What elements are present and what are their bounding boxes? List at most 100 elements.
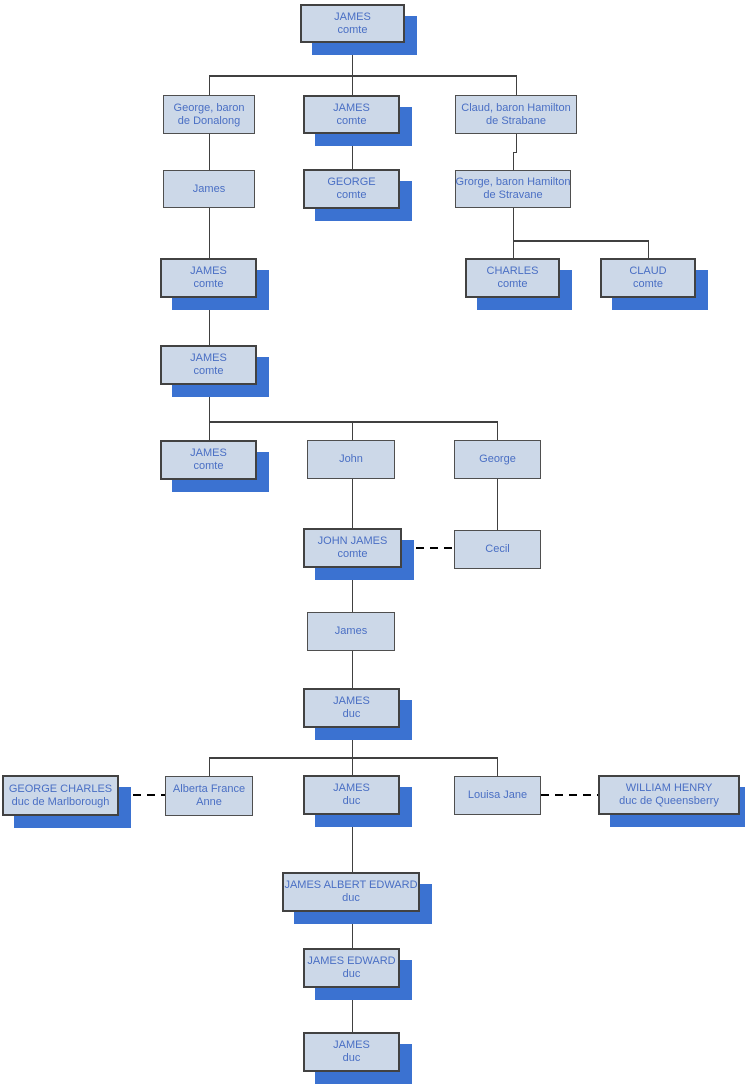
connector-line — [513, 240, 648, 242]
tree-node-james-duc-2[interactable]: JAMES duc — [303, 775, 412, 827]
node-box: JAMES EDWARD duc — [303, 948, 400, 988]
tree-node-john-james-comte[interactable]: JOHN JAMES comte — [303, 528, 414, 580]
connector-line — [351, 43, 353, 75]
node-box: JAMES duc — [303, 1032, 400, 1072]
connector-line — [512, 208, 514, 258]
node-name: JAMES ALBERT EDWARD — [284, 879, 418, 891]
connector-line — [351, 757, 353, 775]
node-box: JAMES comte — [303, 95, 400, 134]
node-name: GEORGE — [327, 176, 376, 188]
node-name: George — [479, 453, 516, 465]
tree-node-james-2[interactable]: James — [307, 612, 395, 651]
node-name: CHARLES — [486, 265, 539, 277]
connector-line — [208, 421, 210, 440]
connector-line — [208, 298, 210, 345]
tree-node-william-henry-queensberry[interactable]: WILLIAM HENRY duc de Queensberry — [598, 775, 745, 827]
connector-line — [513, 151, 517, 153]
node-title: de Stravane — [483, 189, 543, 201]
node-name: JAMES — [190, 447, 227, 459]
node-box: John — [307, 440, 395, 479]
connector-line — [496, 479, 498, 530]
connector-line — [512, 152, 514, 170]
tree-node-grorge-baron-stravane[interactable]: Grorge, baron Hamilton de Stravane — [455, 170, 571, 208]
node-box: Cecil — [454, 530, 541, 569]
node-box: Grorge, baron Hamilton de Stravane — [455, 170, 571, 208]
node-box: Alberta France Anne — [165, 776, 253, 816]
tree-node-louisa-jane[interactable]: Louisa Jane — [454, 776, 541, 815]
node-title: comte — [193, 365, 224, 377]
connector-line — [351, 75, 353, 95]
tree-node-james-comte-1[interactable]: JAMES comte — [300, 4, 417, 55]
tree-node-john[interactable]: John — [307, 440, 395, 479]
connector-line — [208, 208, 210, 258]
node-title: de Donalong — [177, 114, 241, 127]
node-box: James — [307, 612, 395, 651]
node-name: JAMES — [333, 695, 370, 707]
node-title: comte — [497, 278, 528, 290]
connector-line — [209, 757, 497, 759]
connector-line — [496, 757, 498, 776]
node-name: GEORGE CHARLES — [8, 782, 113, 795]
tree-node-james-edward-duc[interactable]: JAMES EDWARD duc — [303, 948, 412, 1000]
node-name: JAMES — [333, 1039, 370, 1051]
node-title: duc — [342, 968, 361, 980]
tree-node-george-baron-donalong[interactable]: George, baron de Donalong — [163, 95, 255, 134]
node-name: Louisa Jane — [467, 789, 528, 801]
node-box: CHARLES comte — [465, 258, 560, 298]
node-box: JAMES ALBERT EDWARD duc — [282, 872, 420, 912]
tree-node-james-comte-2[interactable]: JAMES comte — [303, 95, 412, 146]
connector-line — [351, 728, 353, 757]
node-name: CLAUD — [629, 265, 667, 277]
node-box: JAMES duc — [303, 688, 400, 728]
tree-node-claud-comte[interactable]: CLAUD comte — [600, 258, 708, 310]
tree-node-claud-baron-strabane[interactable]: Claud, baron Hamilton de Strabane — [455, 95, 577, 134]
tree-node-james-1[interactable]: James — [163, 170, 255, 208]
node-name: JAMES — [190, 265, 227, 277]
tree-node-james-comte-4[interactable]: JAMES comte — [160, 345, 269, 397]
connector-line — [351, 988, 353, 1032]
connector-line — [496, 421, 498, 440]
tree-node-george-comte[interactable]: GEORGE comte — [303, 169, 412, 221]
node-title: de Strabane — [486, 114, 546, 127]
tree-node-james-duc-1[interactable]: JAMES duc — [303, 688, 412, 740]
node-title: duc — [342, 892, 360, 904]
node-title: comte — [193, 278, 224, 290]
tree-node-james-comte-3[interactable]: JAMES comte — [160, 258, 269, 310]
node-box: GEORGE comte — [303, 169, 400, 209]
tree-node-charles-comte[interactable]: CHARLES comte — [465, 258, 572, 310]
tree-node-james-comte-5[interactable]: JAMES comte — [160, 440, 269, 492]
node-name: JOHN JAMES — [317, 535, 388, 547]
connector-line — [351, 651, 353, 688]
connector-line — [351, 568, 353, 612]
node-box: George, baron de Donalong — [163, 95, 255, 134]
node-name: George, baron — [173, 101, 245, 114]
node-box: GEORGE CHARLES duc de Marlborough — [2, 775, 119, 816]
node-title: Anne — [196, 796, 222, 808]
tree-node-james-albert-edward-duc[interactable]: JAMES ALBERT EDWARD duc — [282, 872, 432, 924]
node-title: comte — [336, 114, 367, 127]
tree-node-alberta-france-anne[interactable]: Alberta France Anne — [165, 776, 253, 816]
connector-line — [515, 75, 517, 95]
marriage-connector — [541, 794, 598, 796]
connector-line — [209, 75, 516, 77]
tree-node-james-duc-3[interactable]: JAMES duc — [303, 1032, 412, 1084]
node-name: James — [192, 182, 226, 195]
tree-node-cecil[interactable]: Cecil — [454, 530, 541, 569]
node-title: duc de Queensberry — [619, 795, 719, 807]
tree-node-george-charles-marlborough[interactable]: GEORGE CHARLES duc de Marlborough — [2, 775, 131, 828]
node-box: JAMES comte — [160, 440, 257, 480]
connector-line — [208, 385, 210, 421]
tree-node-george[interactable]: George — [454, 440, 541, 479]
node-box: JOHN JAMES comte — [303, 528, 402, 568]
connector-line — [208, 133, 210, 170]
node-box: Claud, baron Hamilton de Strabane — [455, 95, 577, 134]
node-title: duc de Marlborough — [11, 795, 110, 808]
connector-line — [209, 421, 497, 423]
node-title: comte — [337, 548, 368, 560]
node-name: Alberta France — [172, 783, 246, 795]
node-title: duc — [342, 708, 361, 720]
node-box: George — [454, 440, 541, 479]
node-box: James — [163, 170, 255, 208]
connector-line — [351, 912, 353, 948]
